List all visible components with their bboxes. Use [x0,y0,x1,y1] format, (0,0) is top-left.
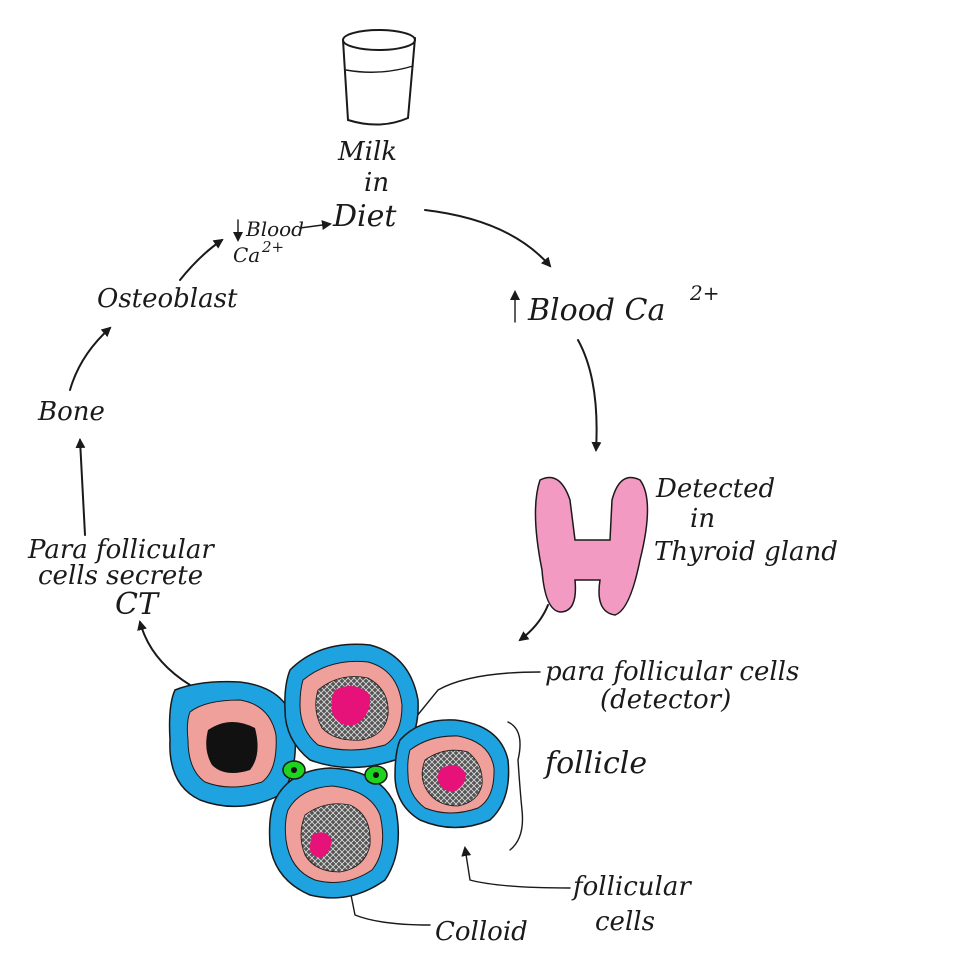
arrow-to-diet [300,224,330,228]
arrow-ct-to-bone [80,440,85,535]
thyroid-gland-shape [535,478,647,616]
colloid-label: Colloid [435,917,528,947]
milk-glass-icon [343,30,415,125]
arrow-follicles-to-ct [140,622,190,685]
arrow-osteoblast-to-blood-down [180,240,222,280]
ct-label: CT [115,587,160,622]
blood-ca-up-label: Blood Ca [527,293,665,328]
ca-down-label: Ca [233,243,260,267]
follicle-left [170,682,296,807]
blood-ca-up-charge: 2+ [689,281,719,305]
blood-ca-increase: Blood Ca 2+ [515,281,719,328]
detected-label: Detected [655,474,775,504]
bone-label: Bone [37,397,105,427]
follicle-label: follicle [543,746,647,781]
follicle-right [395,720,509,828]
follicle-bottom [270,768,399,898]
pointer-follicular-cells [465,848,570,888]
follicular-cells-line1: follicular [571,872,692,902]
osteoblast-label: Osteoblast [97,284,238,314]
arrow-blood-up-to-thyroid [578,340,597,450]
pointer-parafollicular [412,672,540,722]
arrow-bone-to-osteoblast [70,328,110,390]
parafollicular-detector-line1: para follicular cells [545,657,799,687]
ca-down-charge: 2+ [261,238,284,256]
blood-ca-decrease: Blood Ca 2+ [233,217,330,267]
diet-label: Diet [332,199,397,234]
in-label-diet: in [364,168,389,198]
thyroid-gland-label: Thyroid gland [654,537,838,567]
parafollicular-detector-line2: (detector) [600,685,731,715]
follicular-cells-line2: cells [595,907,655,937]
arrow-thyroid-to-follicles [520,605,548,640]
follicle-brace [508,722,523,850]
arrow-diet-to-blood-up [425,210,550,266]
milk-label: Milk [337,137,397,167]
in-label-thyroid: in [690,504,715,534]
